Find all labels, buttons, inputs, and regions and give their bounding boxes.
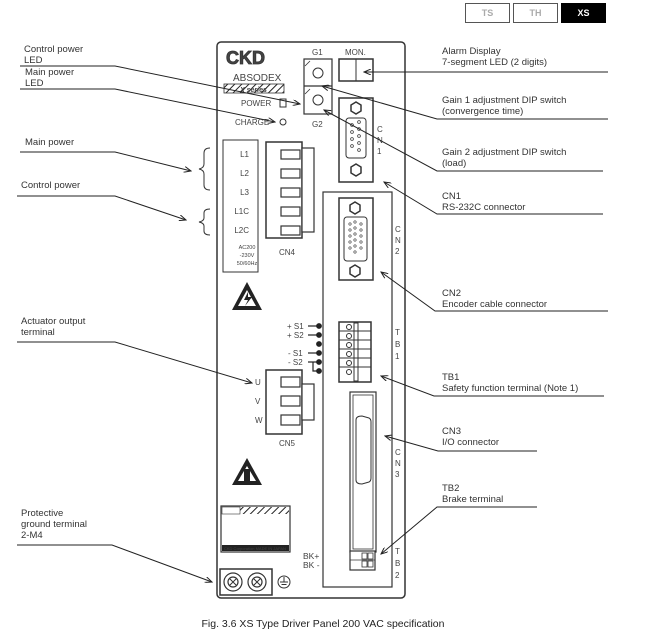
g1-label: G1: [312, 48, 323, 57]
figure-caption: Fig. 3.6 XS Type Driver Panel 200 VAC sp…: [201, 618, 445, 630]
leader-gain2: [324, 110, 603, 172]
callout-tb1: TB1 Safety function terminal (Note 1): [442, 372, 579, 394]
leader-tb2: [381, 506, 537, 554]
tb2-label-t: T: [395, 547, 400, 556]
callout-cn2: CN2 Encoder cable connector: [442, 288, 548, 310]
cn4-label: CN4: [279, 248, 296, 257]
tb1-s2-plus: + S2: [287, 331, 304, 340]
tb2-terminal-block[interactable]: [349, 550, 376, 571]
cn1-label-1: 1: [377, 147, 382, 156]
cn4-l2: L2: [240, 169, 249, 178]
cn5-w: W: [255, 416, 263, 425]
mon-label: MON.: [345, 48, 366, 57]
tb1-label-t: T: [395, 328, 400, 337]
callout-main-power: Main power: [25, 137, 75, 148]
hot-surface-warning-icon: [232, 458, 262, 485]
callout-control-power-led: Control power LED: [24, 44, 84, 66]
power-led: [279, 98, 287, 108]
nameplate-footer: CKD Corporation MADE IN JAPAN: [224, 546, 286, 551]
cn4-label-plate: [222, 139, 259, 273]
main-power-brace: [198, 147, 211, 191]
leader-gain1: [322, 86, 608, 120]
bk-minus-label: BK -: [303, 560, 320, 570]
tb1-label-b: B: [395, 340, 400, 349]
tb1-terminals: [339, 322, 371, 382]
callout-main-power-led: Main power LED: [25, 67, 75, 89]
callout-protective-ground: Protective ground terminal 2-M4: [21, 508, 88, 541]
brand-logo: CKD: [226, 48, 265, 68]
cn2-label-n: N: [395, 236, 401, 245]
bk-plus-label: BK+: [303, 551, 319, 561]
tb1-label-1: 1: [395, 352, 400, 361]
callout-cn1: CN1 RS-232C connector: [442, 191, 526, 213]
leader-actuator-output: [17, 341, 252, 383]
cn1-label-c: C: [377, 125, 383, 134]
callout-cn3: CN3 I/O connector: [442, 426, 500, 448]
cn4-l1c: L1C: [234, 207, 249, 216]
callout-gain2: Gain 2 adjustment DIP switch (load): [442, 147, 567, 169]
cn3-label-n: N: [395, 459, 401, 468]
leader-main-power-led: [20, 88, 275, 122]
cn2-label-2: 2: [395, 247, 400, 256]
ground-screw-1: [223, 572, 243, 592]
tb1-terminal-block[interactable]: [338, 321, 372, 383]
voltage-spec-1: AC200: [239, 245, 256, 251]
cn5-label: CN5: [279, 439, 296, 448]
tab-xs[interactable]: XS: [561, 3, 606, 23]
tb1-s1-plus: + S1: [287, 322, 304, 331]
tab-ts[interactable]: TS: [465, 3, 510, 23]
tab-th[interactable]: TH: [513, 3, 558, 23]
cn3-label-3: 3: [395, 470, 400, 479]
leader-cn2: [381, 272, 608, 312]
ground-symbol-icon: [277, 575, 291, 589]
gain1-dip-switch[interactable]: [312, 67, 324, 79]
cn5-v: V: [255, 397, 261, 406]
leader-tb1: [381, 376, 604, 397]
voltage-spec-3: 50/60Hz: [237, 261, 258, 267]
right-subpanel: [322, 191, 393, 588]
callout-alarm-display: Alarm Display 7-segment LED (2 digits): [442, 46, 548, 68]
cn2-label-c: C: [395, 225, 401, 234]
callout-tb2: TB2 Brake terminal: [442, 483, 504, 505]
control-power-brace: [198, 208, 211, 236]
leader-protective-ground: [17, 544, 212, 582]
leader-cn1: [384, 182, 603, 215]
cn4-l3: L3: [240, 188, 249, 197]
ground-screw-2: [247, 572, 267, 592]
product-name: ABSODEX: [233, 73, 282, 84]
cn4-l2c: L2C: [234, 226, 249, 235]
leader-cn3: [385, 436, 537, 452]
high-voltage-warning-icon: [232, 282, 262, 310]
tb1-s1-minus: - S1: [288, 349, 303, 358]
charge-label: CHARGE: [235, 118, 269, 127]
callout-gain1: Gain 1 adjustment DIP switch (convergenc…: [442, 95, 567, 117]
leader-control-power-led: [20, 65, 300, 104]
gain2-dip-switch[interactable]: [312, 94, 324, 106]
cn4-l1: L1: [240, 150, 249, 159]
tb1-s2-minus: - S2: [288, 358, 303, 367]
type-tabs: TS TH XS: [465, 3, 606, 23]
tb2-label-2: 2: [395, 571, 400, 580]
series-label: X series: [239, 87, 267, 94]
callout-control-power: Control power: [21, 180, 81, 191]
voltage-spec-2: -230V: [240, 253, 255, 259]
charge-led: [279, 118, 287, 126]
leader-main-power: [20, 151, 191, 171]
tb2-label-b: B: [395, 559, 400, 568]
power-label: POWER: [241, 99, 271, 108]
cn3-label-c: C: [395, 448, 401, 457]
leader-control-power: [17, 195, 186, 220]
callout-actuator-output: Actuator output terminal: [21, 316, 86, 338]
g2-label: G2: [312, 120, 323, 129]
cn5-u: U: [255, 378, 261, 387]
